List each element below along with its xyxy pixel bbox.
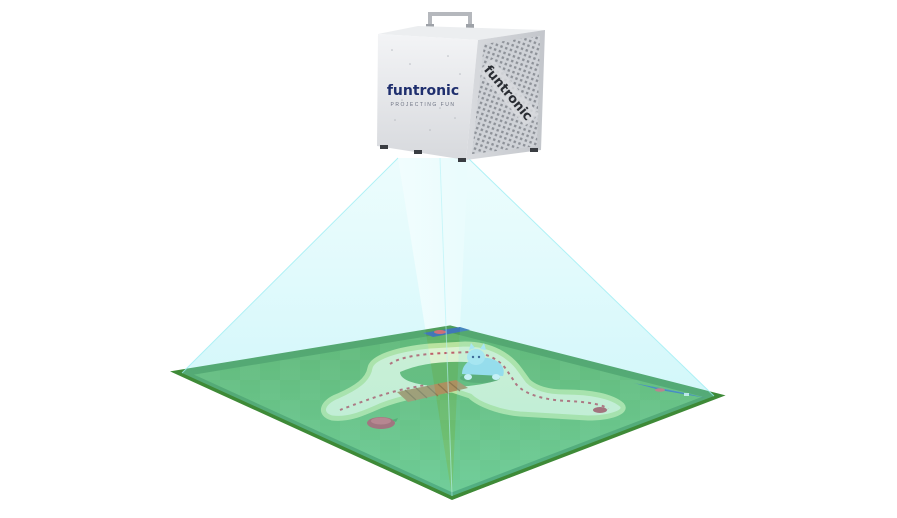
projector-device: funtronic PROJECTING FUN funtronic [377, 12, 545, 162]
brand-logo-front: funtronic [387, 83, 459, 99]
beam-center-face [398, 158, 468, 496]
brand-tagline: PROJECTING FUN [391, 102, 456, 108]
beam-right-face [452, 158, 714, 496]
projection-beam [181, 157, 715, 497]
projector-front [377, 34, 478, 160]
projector-top [378, 26, 545, 40]
beam-left-face [182, 158, 452, 496]
projector-handle [428, 12, 472, 28]
